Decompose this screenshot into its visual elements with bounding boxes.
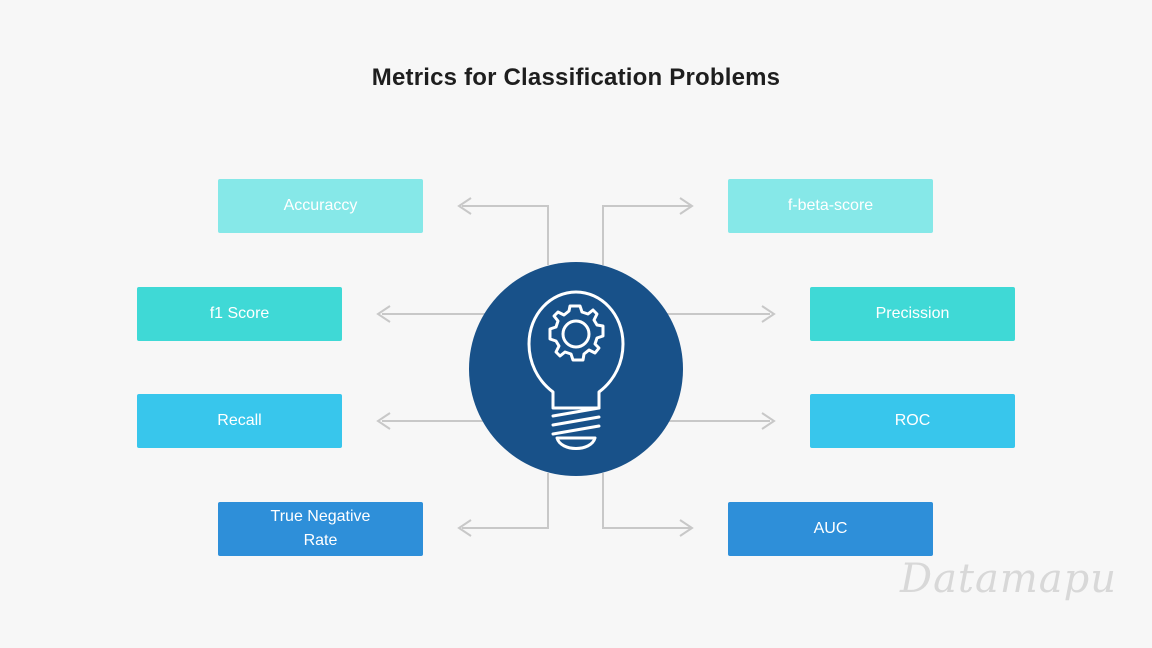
metric-label: Recall [217,412,262,429]
metric-box-roc: ROC [810,394,1015,448]
metric-label: f1 Score [209,305,270,322]
watermark: Datamapu [900,556,1117,602]
metric-label: Accuraccy [283,197,358,214]
metric-box-true-negative-rate: True Negative Rate [218,502,423,556]
metric-label: ROC [894,412,931,429]
metric-box-f1-score: f1 Score [137,287,342,341]
metric-label: True Negative Rate [270,508,371,549]
metric-box-recall: Recall [137,394,342,448]
diagram-title: Metrics for Classification Problems [371,64,781,91]
metric-label: AUC [813,520,848,537]
center-circle [469,262,683,476]
metric-box-f-beta-score: f-beta-score [728,179,933,233]
metric-box-accuracy: Accuraccy [218,179,423,233]
metric-label: f-beta-score [787,197,874,214]
metric-label: Precission [875,305,950,322]
metric-box-auc: AUC [728,502,933,556]
metric-box-precision: Precission [810,287,1015,341]
lightbulb-gear-icon [527,290,625,450]
